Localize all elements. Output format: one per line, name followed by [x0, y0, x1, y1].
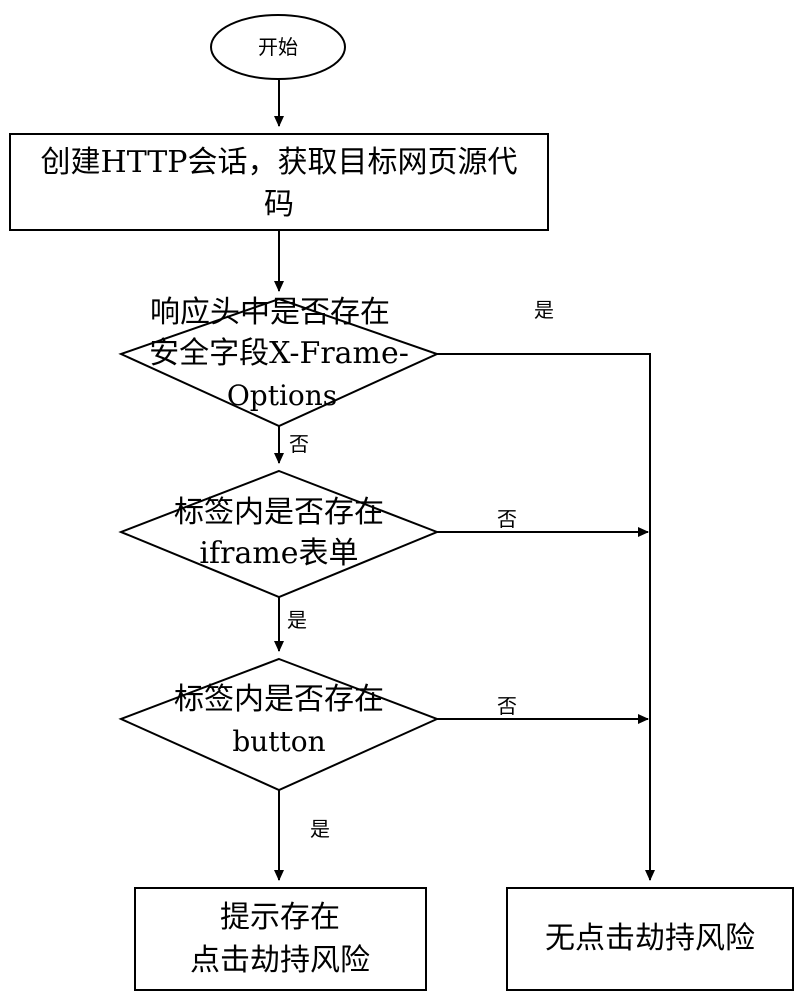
decision-button-line2: button [232, 725, 325, 758]
decision-button-diamond [118, 657, 440, 792]
decision-header-node: 响应头中是否存在 安全字段X-Frame- Options [118, 295, 440, 428]
create-session-node: 创建HTTP会话，获取目标网页源代 码 [9, 133, 549, 231]
result-risk-node: 提示存在 点击劫持风险 [134, 887, 427, 991]
decision-header-line1: 响应头中是否存在 [150, 295, 390, 330]
decision-iframe-line1: 标签内是否存在 [174, 495, 384, 530]
decision-iframe-node: 标签内是否存在 iframe表单 [118, 469, 440, 599]
result-risk-box [134, 887, 427, 991]
decision-iframe-diamond [118, 469, 440, 599]
result-no-risk-box [506, 887, 794, 991]
result-risk-line1: 提示存在 [220, 900, 340, 935]
decision-button-node: 标签内是否存在 button [118, 657, 440, 792]
edge-label-button-no: 否 [497, 694, 517, 718]
create-session-line2: 码 [264, 187, 294, 222]
edge-label-iframe-no: 否 [497, 507, 517, 531]
edge-label-header-yes: 是 [534, 298, 554, 322]
decision-iframe-line2: iframe表单 [199, 536, 358, 571]
result-no-risk-node: 无点击劫持风险 [506, 887, 794, 991]
edge-label-iframe-yes: 是 [287, 608, 307, 632]
start-label: 开始 [258, 35, 298, 59]
edge-labels: 是 否 否 是 否 是 [287, 298, 554, 841]
arrow-header-yes-to-no-risk [437, 353, 655, 881]
decision-button-line1: 标签内是否存在 [174, 682, 384, 717]
create-session-line1: 创建HTTP会话，获取目标网页源代 [41, 145, 518, 180]
edge-label-button-yes: 是 [310, 817, 330, 841]
start-ellipse [210, 14, 346, 80]
result-no-risk-label: 无点击劫持风险 [545, 921, 755, 956]
connectors [274, 80, 655, 881]
decision-header-line3: Options [227, 379, 337, 412]
decision-header-line2: 安全字段X-Frame- [149, 336, 409, 371]
create-session-box [9, 133, 549, 231]
edge-label-header-no: 否 [289, 432, 309, 456]
start-node: 开始 [210, 14, 346, 80]
result-risk-line2: 点击劫持风险 [190, 943, 370, 978]
decision-header-diamond [118, 297, 440, 428]
